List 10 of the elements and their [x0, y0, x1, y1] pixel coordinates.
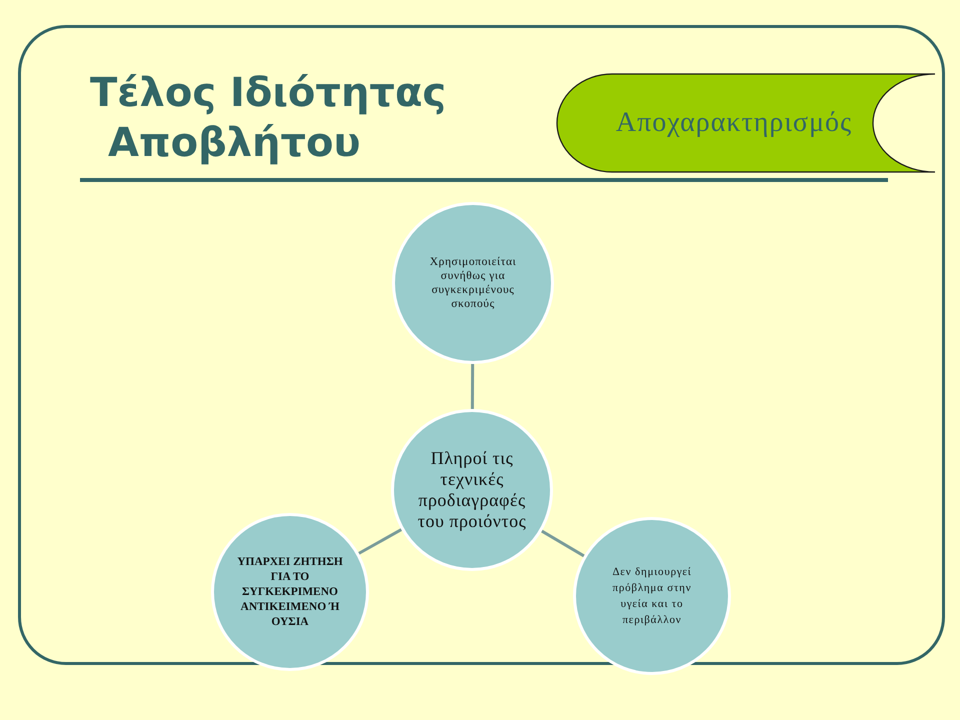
connector-line	[358, 528, 402, 555]
slide-title: Τέλος Ιδιότητας Αποβλήτου	[90, 69, 448, 168]
node-text: ΥΠΑΡΧΕΙ ΖΗΤΗΣΗ ΓΙΑ ΤΟ ΣΥΓΚΕΚΡΙΜΕΝΟ ΑΝΤΙΚΕΙΜΕΝΟ Ή ΟΥΣΙΑ	[236, 554, 344, 630]
connector-line	[541, 530, 585, 558]
banner-text: Αποχαρακτηρισμός	[616, 107, 852, 139]
banner-tab	[556, 73, 936, 173]
node-text: Πληροί τις τεχνικές προδιαγραφές του προιόντος	[416, 448, 528, 532]
node-text: Δεν δημιουργεί πρόβλημα στην υγεία και το περιβάλλον	[611, 565, 693, 628]
connector-line	[470, 364, 474, 410]
node-text: Χρησιμοποιείται συνήθως για συγκεκριμένους σκοπούς	[428, 255, 518, 311]
